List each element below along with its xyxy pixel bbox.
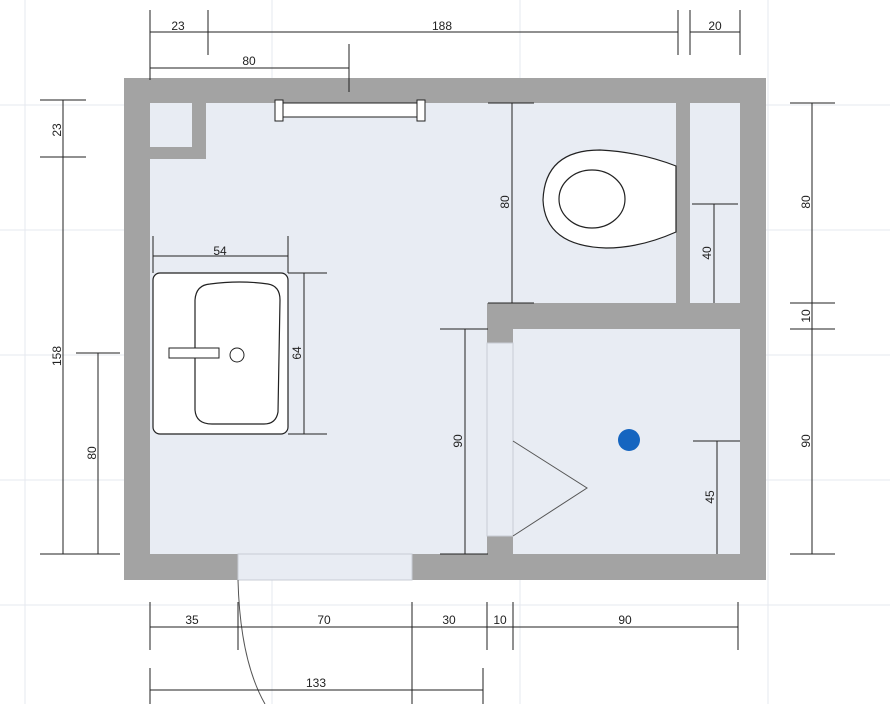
dim-sink-width: 54 bbox=[213, 244, 227, 258]
shower-stub-wall-top bbox=[487, 303, 513, 343]
dim-right-a: 80 bbox=[799, 195, 813, 209]
dim-bottom-b: 70 bbox=[317, 613, 331, 627]
sink bbox=[152, 272, 289, 435]
corner-box-inner bbox=[150, 103, 192, 147]
door-opening bbox=[237, 553, 413, 581]
dim-sink-depth: 64 bbox=[290, 346, 304, 360]
dim-left-b: 158 bbox=[50, 346, 64, 366]
dim-left-c: 80 bbox=[85, 446, 99, 460]
dim-top-d: 80 bbox=[242, 54, 256, 68]
dim-wc-niche: 80 bbox=[498, 195, 512, 209]
dim-niche-depth: 40 bbox=[700, 246, 714, 260]
dimension-labels: 23 188 20 80 23 158 80 80 10 90 35 70 30… bbox=[50, 19, 813, 690]
dim-left-a: 23 bbox=[50, 123, 64, 137]
toilet bbox=[542, 149, 677, 249]
dim-bottom-a: 35 bbox=[185, 613, 199, 627]
dim-bottom-c: 30 bbox=[442, 613, 456, 627]
dim-bottom-e: 90 bbox=[618, 613, 632, 627]
dim-top-c: 20 bbox=[708, 19, 722, 33]
dim-shower-door: 45 bbox=[703, 490, 717, 504]
towel-rail bbox=[274, 99, 426, 122]
dim-shower-entry: 90 bbox=[451, 434, 465, 448]
niche-wall bbox=[676, 103, 690, 303]
shower-drain-marker bbox=[618, 429, 640, 451]
shower-partition-wall bbox=[487, 303, 740, 329]
dim-right-b: 10 bbox=[799, 309, 813, 323]
shower-glass-panel bbox=[486, 342, 514, 537]
sink-drain bbox=[229, 347, 245, 363]
dim-top-a: 23 bbox=[171, 19, 185, 33]
dim-bottom-f: 133 bbox=[306, 676, 326, 690]
shower-stub-wall-bottom bbox=[487, 536, 513, 554]
shower-door-swing bbox=[512, 440, 588, 537]
dim-bottom-d: 10 bbox=[493, 613, 507, 627]
dim-top-b: 188 bbox=[432, 19, 452, 33]
faucet bbox=[168, 347, 220, 359]
door-swing-arc bbox=[237, 579, 266, 704]
toilet-seat bbox=[558, 169, 626, 229]
dim-right-c: 90 bbox=[799, 434, 813, 448]
dimension-lines bbox=[40, 10, 835, 704]
